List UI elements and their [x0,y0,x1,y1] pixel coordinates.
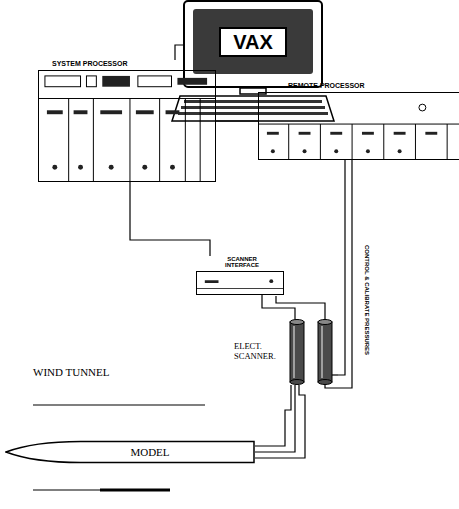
computer-monitor: VAX [183,0,323,88]
panel-heading: SYSTEM PROCESSOR [38,60,216,68]
keyboard [172,96,334,121]
monitor-screen: VAX [193,9,313,74]
model-outline [5,440,255,464]
system-processor: SYSTEM PROCESSOR [38,60,216,182]
region-label: WIND TUNNEL [33,366,109,378]
tunnel-wall [33,404,205,405]
processor-chassis [38,70,216,182]
remote-processor: REMOTE PROCESSOR [258,82,459,160]
front-panel [259,93,459,159]
node-title: MODEL [130,447,169,458]
tunnel-wall [100,489,170,492]
connector-line [175,45,183,60]
electronic-scanner: ELECT. SCANNER. [234,318,338,400]
scanner-interface: SCANNER INTERFACE [196,256,284,295]
front-panel [39,71,215,181]
connector-line [338,160,345,375]
panel-heading: REMOTE PROCESSOR [258,82,459,90]
tunnel-wall [33,489,170,490]
scanner-label: ELECT. SCANNER. [234,342,286,362]
front-panel [197,272,283,294]
connector-line [130,182,210,256]
connector-line [255,400,295,452]
node-title: VAX [219,27,287,57]
node-title: SCANNER INTERFACE [218,256,266,269]
node-title: SYSTEM PROCESSOR [52,60,216,68]
connector-line [216,120,258,121]
processor-chassis [258,92,459,160]
node-title: ELECT. SCANNER. [234,342,286,362]
model-text: MODEL [45,440,255,464]
pressure-tubes [255,160,352,458]
wind-tunnel-model: MODEL [5,440,255,464]
edge-label: CONTROL & CALIBRATE PRESSURES [364,245,370,355]
node-title: REMOTE PROCESSOR [288,82,459,90]
interface-box [196,271,284,295]
monitor-stand [240,88,266,94]
connector-line [262,295,295,318]
panel-heading: SCANNER INTERFACE [218,256,266,269]
